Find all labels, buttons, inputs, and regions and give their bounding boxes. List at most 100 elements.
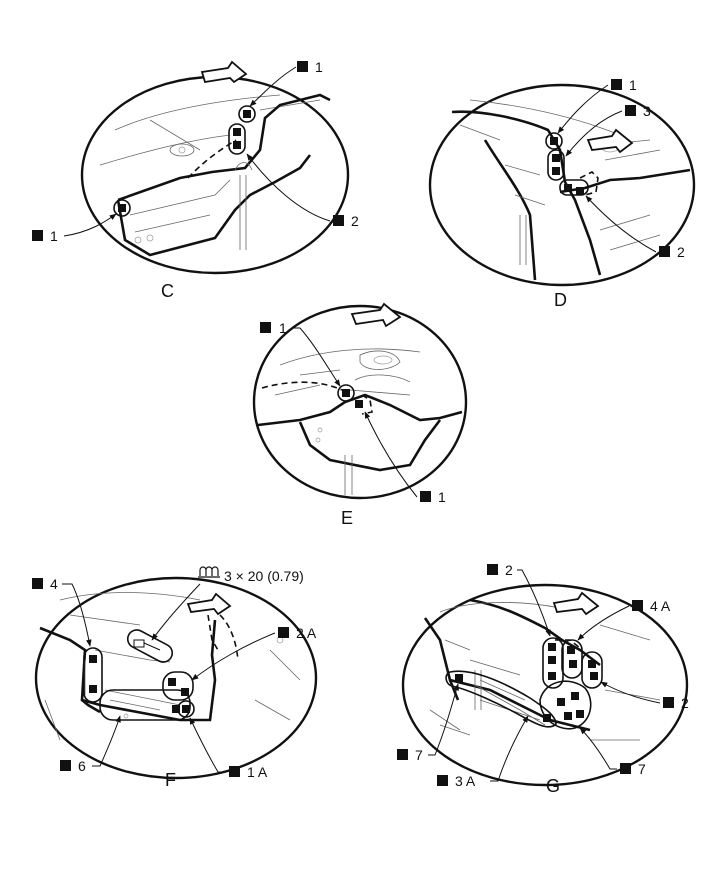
- clip-marker-icon: [118, 204, 126, 212]
- callout-marker-icon: [663, 697, 674, 708]
- clip-ring: [445, 670, 557, 728]
- clip-ring: [228, 123, 246, 155]
- clip-marker-icon: [552, 167, 560, 175]
- clip-ring: [547, 149, 565, 181]
- callout-label: 2: [351, 213, 359, 229]
- callout-marker-icon: [397, 749, 408, 760]
- view-g: 2 4 A 2 7 3 A 7 G: [397, 562, 689, 796]
- callout-marker-icon: [32, 578, 43, 589]
- direction-arrow-icon: [350, 302, 402, 328]
- clip-ring: [581, 651, 603, 689]
- clip-marker-icon: [89, 655, 97, 663]
- clip-marker-icon: [355, 400, 363, 408]
- clip-marker-icon: [552, 154, 560, 162]
- direction-arrow-icon: [586, 128, 634, 154]
- callout-marker-icon: [659, 246, 670, 257]
- callout-label: 2: [505, 562, 513, 578]
- view-e-hidden-edge: [261, 381, 373, 415]
- clip-ring: [83, 647, 103, 703]
- callout-marker-icon: [620, 763, 631, 774]
- view-g-caption: G: [546, 776, 560, 796]
- clip-marker-icon: [564, 712, 572, 720]
- clip-marker-icon: [548, 643, 556, 651]
- screw-icon: [198, 566, 220, 578]
- clip-marker-icon: [233, 141, 241, 149]
- clip-ring: [542, 637, 564, 689]
- view-d: 1 3 2 D: [428, 77, 696, 310]
- callout-label: 1: [629, 77, 637, 93]
- callout-marker-icon: [625, 105, 636, 116]
- clip-marker-icon: [569, 660, 577, 668]
- clip-marker-icon: [172, 705, 180, 713]
- clip-ring: [113, 199, 131, 217]
- view-c-hidden-edge: [187, 139, 237, 179]
- clip-marker-icon: [564, 184, 572, 192]
- view-f-hidden-edge: [207, 614, 239, 661]
- callout-marker-icon: [297, 61, 308, 72]
- view-f-body-panel: [39, 592, 301, 741]
- callout-marker-icon: [420, 491, 431, 502]
- callout-marker-icon: [611, 79, 622, 90]
- clip-ring: [559, 179, 589, 196]
- clip-marker-icon: [550, 137, 558, 145]
- clip-marker-icon: [168, 678, 176, 686]
- callout-label: 1: [315, 59, 323, 75]
- screw-spec-label: 3 × 20 (0.79): [224, 568, 304, 584]
- direction-arrow-icon: [552, 591, 600, 616]
- callout-marker-icon: [333, 215, 344, 226]
- view-c-body-panel: [99, 93, 331, 257]
- view-f: 4 3 × 20 (0.79) 2 A 6 1 A F: [32, 566, 318, 790]
- callout-marker-icon: [487, 564, 498, 575]
- callout-label: 2: [677, 244, 685, 260]
- clip-marker-icon: [233, 128, 241, 136]
- clip-marker-icon: [342, 389, 350, 397]
- callout-label: 7: [638, 761, 646, 777]
- view-f-caption: F: [165, 770, 176, 790]
- clip-marker-icon: [588, 660, 596, 668]
- callout-marker-icon: [632, 600, 643, 611]
- clip-marker-icon: [571, 692, 579, 700]
- callout-label: 1: [279, 320, 287, 336]
- callout-label: 4 A: [650, 598, 671, 614]
- view-c: 1 1 2 C: [32, 59, 359, 301]
- callout-label: 2: [681, 695, 689, 711]
- view-c-caption: C: [161, 281, 174, 301]
- callout-label: 3 A: [455, 773, 476, 789]
- callout-marker-icon: [437, 775, 448, 786]
- direction-arrow-icon: [200, 60, 248, 84]
- callout-marker-icon: [229, 766, 240, 777]
- clip-marker-icon: [590, 672, 598, 680]
- callout-label: 1: [438, 489, 446, 505]
- callout-label: 3: [643, 103, 651, 119]
- clip-marker-icon: [576, 710, 584, 718]
- screw-icon: [133, 639, 161, 651]
- callout-label: 4: [50, 576, 58, 592]
- clip-ring: [238, 105, 256, 123]
- clip-ring: [177, 700, 195, 718]
- view-d-caption: D: [554, 290, 567, 310]
- clip-marker-icon: [243, 110, 251, 118]
- clip-ring: [162, 671, 194, 701]
- clip-ring: [539, 680, 592, 730]
- clip-ring: [545, 132, 563, 150]
- clip-marker-icon: [557, 698, 565, 706]
- callout-label: 2 A: [296, 625, 317, 641]
- callout-marker-icon: [260, 322, 271, 333]
- clip-marker-icon: [455, 674, 463, 682]
- direction-arrow-icon: [186, 592, 232, 616]
- clip-marker-icon: [548, 672, 556, 680]
- callout-marker-icon: [278, 627, 289, 638]
- clip-marker-icon: [89, 685, 97, 693]
- view-e-caption: E: [341, 508, 353, 528]
- callout-label: 7: [415, 747, 423, 763]
- clip-marker-icon: [182, 705, 190, 713]
- clip-marker-icon: [567, 646, 575, 654]
- view-e: 1 1 E: [252, 302, 468, 528]
- view-e-body-panel: [257, 348, 463, 495]
- view-d-hidden-edge: [579, 171, 599, 196]
- callout-label: 6: [78, 758, 86, 774]
- callout-label: 1 A: [247, 764, 268, 780]
- clip-marker-icon: [576, 187, 584, 195]
- clip-marker-icon: [548, 656, 556, 664]
- callout-label: 1: [50, 228, 58, 244]
